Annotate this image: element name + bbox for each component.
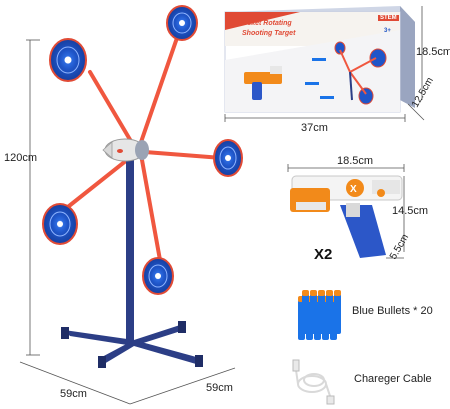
- target-upper-left: [49, 38, 87, 82]
- foam-bullet-tip: [318, 290, 325, 296]
- target-lower-left: [42, 203, 78, 245]
- foam-bullet: [310, 294, 317, 334]
- target-bottom: [142, 257, 174, 295]
- rotating-arms: [62, 33, 224, 262]
- box-height-label: 18.5cm: [416, 46, 450, 58]
- toy-blaster: X: [290, 175, 403, 258]
- gun-length-label: 18.5cm: [337, 155, 374, 167]
- foam-bullet-tip: [334, 290, 341, 296]
- gun-dimension-lines: [287, 164, 405, 259]
- target-top: [166, 5, 198, 41]
- base-width-label: 59cm: [60, 388, 87, 400]
- foam-bullet-tip: [302, 290, 309, 296]
- cable-label: Chareger Cable: [354, 373, 432, 385]
- svg-text:X: X: [350, 184, 357, 195]
- foam-bullet-tip: [310, 290, 317, 296]
- bullets-label: Blue Bullets * 20: [352, 305, 433, 317]
- box-dimension-lines: [224, 6, 425, 122]
- foam-bullet: [302, 294, 309, 334]
- foam-bullets: [298, 290, 341, 340]
- foam-bullet: [318, 294, 325, 334]
- product-box: [224, 6, 415, 113]
- box-title-line2: Shooting Target: [242, 30, 296, 37]
- foam-bullet: [326, 294, 333, 334]
- foam-bullet-tip: [326, 290, 333, 296]
- height-label: 120cm: [4, 152, 38, 164]
- base-dimension-lines: [19, 361, 236, 405]
- box-title-line1: Rocket Rotating: [238, 20, 292, 27]
- gun-quantity-label: X2: [314, 246, 333, 263]
- gun-height-label: 14.5cm: [392, 205, 429, 217]
- box-age-badge: 3+: [384, 28, 391, 34]
- stand: [61, 155, 203, 368]
- box-length-label: 37cm: [301, 122, 328, 134]
- height-dimension-line: [26, 39, 40, 356]
- foam-bullet: [334, 294, 341, 334]
- target-right: [213, 139, 243, 177]
- charger-cable: [292, 359, 335, 405]
- box-stem-badge: STEM: [378, 15, 399, 21]
- base-depth-label: 59cm: [206, 382, 233, 394]
- rocket-hub: [102, 138, 149, 162]
